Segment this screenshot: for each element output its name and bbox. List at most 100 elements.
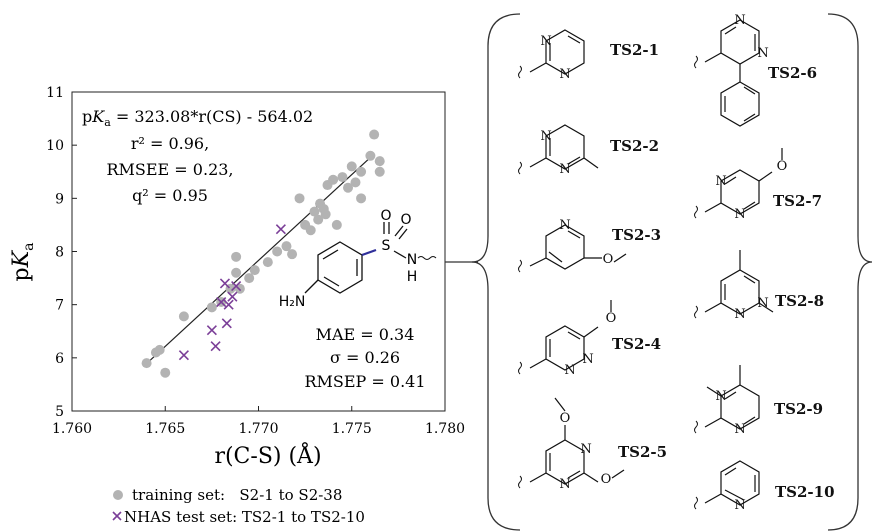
atom-n: N	[559, 162, 570, 177]
training-point	[356, 193, 367, 204]
x-tick-label: 1.760	[52, 421, 92, 437]
training-point	[374, 156, 385, 167]
training-point	[231, 267, 242, 278]
training-point	[272, 246, 283, 257]
atom-o: O	[603, 252, 614, 267]
atom-n: N	[734, 498, 745, 513]
mol-atom-n: N	[407, 252, 417, 268]
atom-n: N	[715, 389, 726, 404]
test-point	[227, 291, 238, 302]
atom-n: N	[734, 422, 745, 437]
y-tick-label: 6	[55, 351, 64, 367]
structure-label-ts2-4: TS2-4	[612, 335, 661, 353]
training-point	[287, 249, 298, 260]
structure-ts2-9	[694, 365, 760, 434]
atom-o: O	[601, 472, 612, 487]
structure-brackets	[445, 13, 872, 531]
training-point	[262, 257, 273, 268]
regression-line	[146, 156, 371, 364]
mol-atom-s: S	[382, 238, 391, 254]
training-point	[305, 225, 316, 236]
atom-o: O	[777, 159, 788, 174]
sulfonamide-structure	[304, 222, 437, 294]
sigma-text: σ = 0.26	[330, 348, 400, 367]
test-point	[210, 341, 221, 352]
y-tick-label: 5	[55, 404, 64, 420]
atom-n: N	[559, 218, 570, 233]
structure-ts2-4	[518, 300, 612, 375]
training-point	[281, 241, 292, 252]
training-point	[154, 344, 165, 355]
atom-n: N	[559, 67, 570, 82]
training-point	[244, 273, 255, 284]
training-point	[365, 150, 376, 161]
y-tick-label: 10	[46, 138, 64, 154]
structure-ts2-1	[518, 29, 585, 79]
training-point	[356, 166, 367, 177]
y-tick-label: 7	[55, 298, 64, 314]
x-tick-label: 1.780	[425, 421, 465, 437]
training-point	[249, 265, 260, 276]
atom-n: N	[559, 477, 570, 492]
structures	[518, 19, 783, 510]
atom-o: O	[606, 311, 617, 326]
y-tick-label: 9	[55, 191, 64, 207]
structure-label-ts2-1: TS2-1	[610, 41, 659, 59]
x-tick-label: 1.775	[332, 421, 372, 437]
q2-text: q² = 0.95	[132, 186, 208, 205]
training-point	[141, 358, 152, 369]
structure-label-ts2-10: TS2-10	[775, 483, 835, 501]
test-point	[221, 318, 232, 329]
structure-label-ts2-3: TS2-3	[612, 226, 661, 244]
structure-label-ts2-7: TS2-7	[773, 192, 822, 210]
training-point	[337, 172, 348, 183]
x-axis-label: r(C-S) (Å)	[214, 441, 321, 469]
test-point	[231, 280, 242, 292]
equation-text: pKa = 323.08*r(CS) - 564.02	[82, 107, 313, 129]
legend: training set: S2-1 to S2-38 NHAS test se…	[112, 486, 365, 526]
training-point	[231, 251, 242, 262]
training-point	[328, 174, 339, 185]
training-point	[320, 209, 331, 220]
training-point	[178, 311, 189, 322]
atom-n: N	[757, 46, 768, 61]
atom-o: O	[560, 411, 571, 426]
atom-n: N	[540, 34, 551, 49]
training-point	[160, 367, 171, 378]
y-axis-ticks: 5 6 7 8 9 10 11	[46, 85, 77, 420]
atom-n: N	[734, 307, 745, 322]
atom-n: N	[734, 207, 745, 222]
structure-ts2-10	[694, 460, 760, 510]
legend-label-test: NHAS test set: TS2-1 to TS2-10	[124, 508, 365, 526]
atom-n: N	[757, 296, 768, 311]
y-tick-label: 8	[55, 245, 64, 261]
atom-n: N	[582, 352, 593, 367]
structure-label-ts2-8: TS2-8	[775, 292, 824, 310]
legend-label-training: training set: S2-1 to S2-38	[132, 486, 342, 504]
rmsep-text: RMSEP = 0.41	[304, 372, 425, 391]
atom-n: N	[734, 13, 745, 28]
rmsee-text: RMSEE = 0.23,	[106, 160, 233, 179]
y-tick-label: 11	[46, 85, 64, 101]
left-brace	[471, 13, 521, 531]
structure-labels: TS2-1 TS2-2 TS2-3 TS2-4 TS2-5 TS2-6 TS2-…	[610, 41, 835, 501]
structure-label-ts2-6: TS2-6	[768, 64, 817, 82]
training-point	[206, 302, 217, 313]
structure-ts2-8	[694, 250, 774, 319]
mol-atom-o1: O	[380, 208, 391, 224]
x-tick-label: 1.770	[238, 421, 278, 437]
test-point	[275, 224, 286, 235]
training-point	[294, 193, 305, 204]
test-point	[178, 350, 189, 361]
structure-atom-labels: N N N N N O O N N O N N O N N N N O N N …	[540, 13, 787, 513]
atom-n: N	[540, 129, 551, 144]
r2-text: r² = 0.96,	[131, 134, 209, 153]
training-point	[346, 161, 357, 172]
test-point	[219, 278, 230, 289]
structure-ts2-2	[518, 124, 599, 175]
data-points	[141, 129, 385, 378]
training-point	[369, 129, 380, 140]
structure-label-ts2-2: TS2-2	[610, 137, 659, 155]
